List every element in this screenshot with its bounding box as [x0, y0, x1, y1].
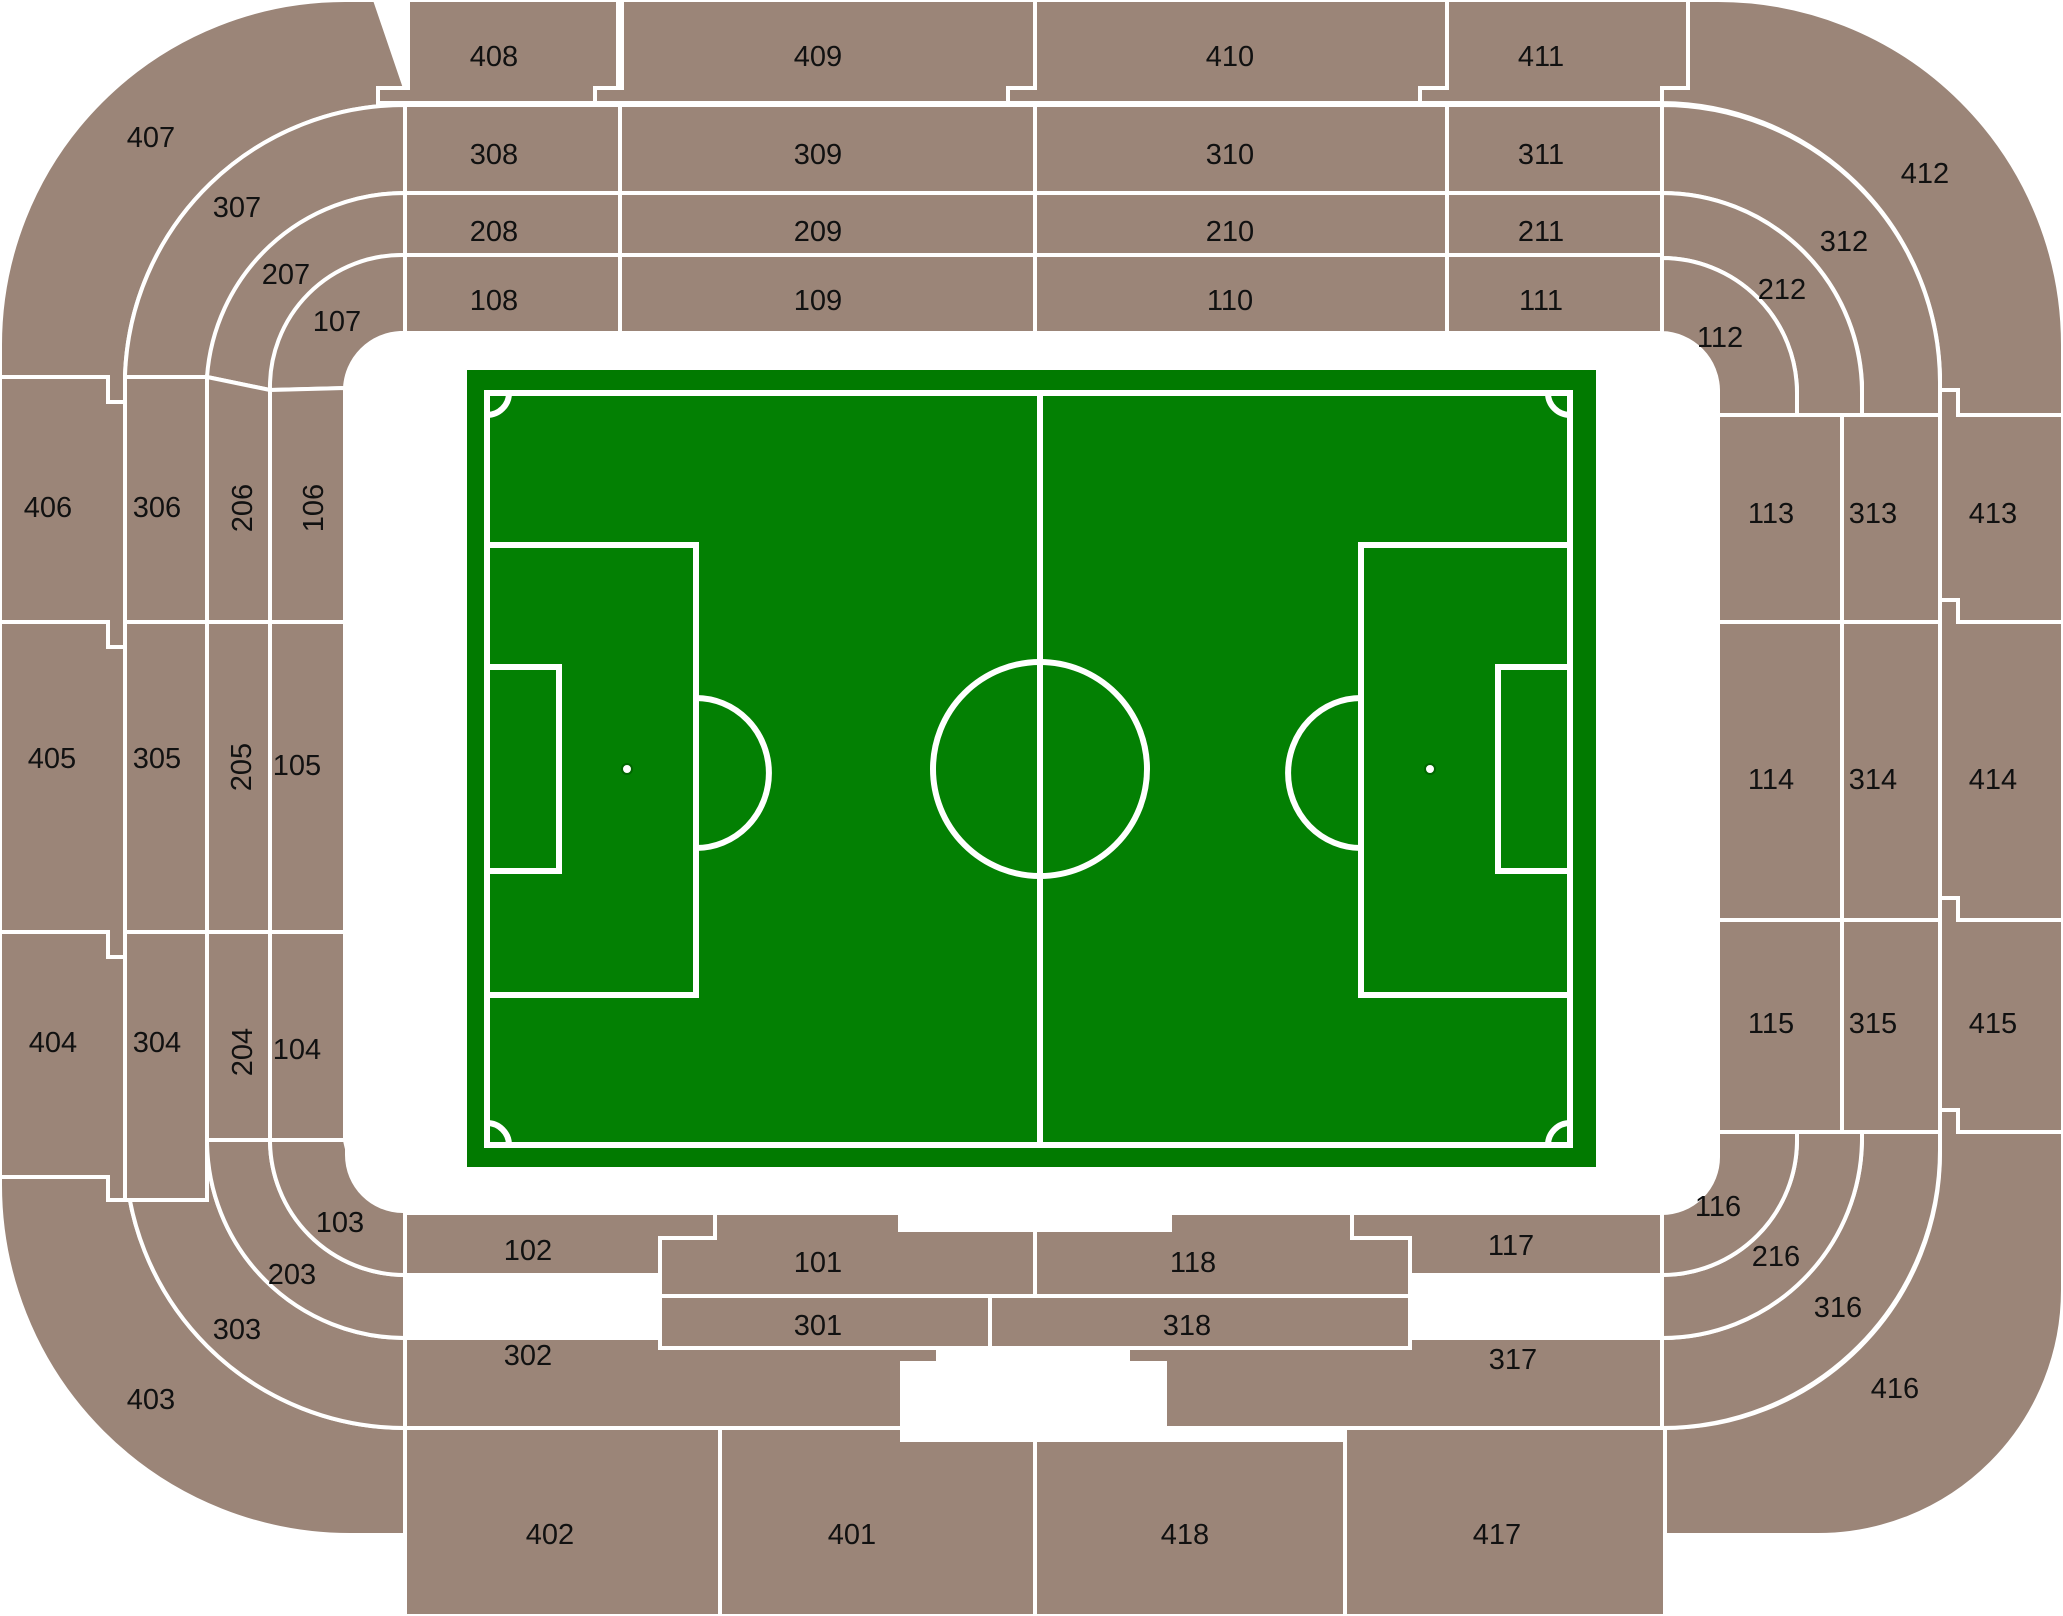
soccer-pitch — [467, 370, 1596, 1167]
left-goal-box — [484, 664, 562, 874]
section-413[interactable] — [1938, 388, 2063, 624]
section-404[interactable] — [0, 930, 127, 1202]
right-goal-box — [1495, 664, 1573, 874]
section-406[interactable] — [0, 375, 127, 649]
center-circle — [930, 659, 1150, 879]
section-402[interactable] — [403, 1426, 722, 1616]
section-210[interactable] — [1033, 191, 1449, 257]
section-418[interactable] — [1033, 1438, 1347, 1616]
section-417[interactable] — [1343, 1426, 1667, 1616]
section-108[interactable] — [403, 253, 622, 335]
section-310[interactable] — [1033, 103, 1449, 195]
section-309[interactable] — [618, 103, 1037, 195]
section-109[interactable] — [618, 253, 1037, 335]
section-318[interactable] — [988, 1294, 1412, 1350]
left-penalty-spot — [621, 763, 633, 775]
section-306[interactable] — [123, 375, 209, 624]
corner-arc-bottom-right — [1545, 1120, 1571, 1146]
section-205[interactable] — [205, 620, 272, 934]
corner-arc-top-right — [1545, 392, 1571, 418]
section-104[interactable] — [268, 930, 347, 1142]
tunnel-entrance — [902, 1363, 1165, 1440]
section-410[interactable] — [1006, 0, 1449, 105]
section-405[interactable] — [0, 620, 127, 959]
section-317[interactable] — [1126, 1336, 1664, 1430]
section-114[interactable] — [1716, 620, 1844, 922]
section-301[interactable] — [658, 1294, 992, 1350]
section-115[interactable] — [1716, 918, 1844, 1134]
section-408[interactable] — [376, 0, 620, 105]
section-116[interactable] — [1660, 1130, 1799, 1278]
section-311[interactable] — [1445, 103, 1664, 195]
section-107[interactable] — [267, 252, 407, 393]
corner-arc-bottom-left — [486, 1120, 512, 1146]
section-209[interactable] — [618, 191, 1037, 257]
section-111[interactable] — [1445, 253, 1664, 335]
section-211[interactable] — [1445, 191, 1664, 257]
level-200 — [204, 190, 1864, 1341]
right-penalty-arc — [1285, 695, 1362, 851]
section-305[interactable] — [123, 620, 209, 934]
section-206[interactable] — [205, 374, 272, 624]
level-100 — [267, 252, 1844, 1298]
section-302[interactable] — [403, 1336, 940, 1430]
section-110[interactable] — [1033, 253, 1449, 335]
section-313[interactable] — [1840, 413, 1942, 624]
section-208[interactable] — [403, 191, 622, 257]
section-314[interactable] — [1840, 620, 1942, 922]
section-411[interactable] — [1418, 0, 1690, 105]
corner-arc-top-left — [486, 392, 512, 418]
section-401[interactable] — [718, 1426, 1037, 1616]
section-308[interactable] — [403, 103, 622, 195]
section-113[interactable] — [1716, 413, 1844, 624]
section-204[interactable] — [205, 930, 272, 1142]
section-315[interactable] — [1840, 918, 1942, 1134]
pitch-field — [487, 393, 1570, 1145]
section-414[interactable] — [1938, 598, 2063, 922]
level-300 — [123, 102, 1942, 1431]
players-tunnel — [900, 1213, 1170, 1230]
left-penalty-arc — [695, 695, 772, 851]
section-415[interactable] — [1938, 896, 2063, 1134]
section-304[interactable] — [123, 930, 209, 1202]
section-106[interactable] — [268, 385, 347, 624]
pitch-markings — [484, 390, 1573, 1148]
section-105[interactable] — [268, 620, 347, 934]
right-penalty-spot — [1424, 763, 1436, 775]
section-409[interactable] — [593, 0, 1037, 105]
